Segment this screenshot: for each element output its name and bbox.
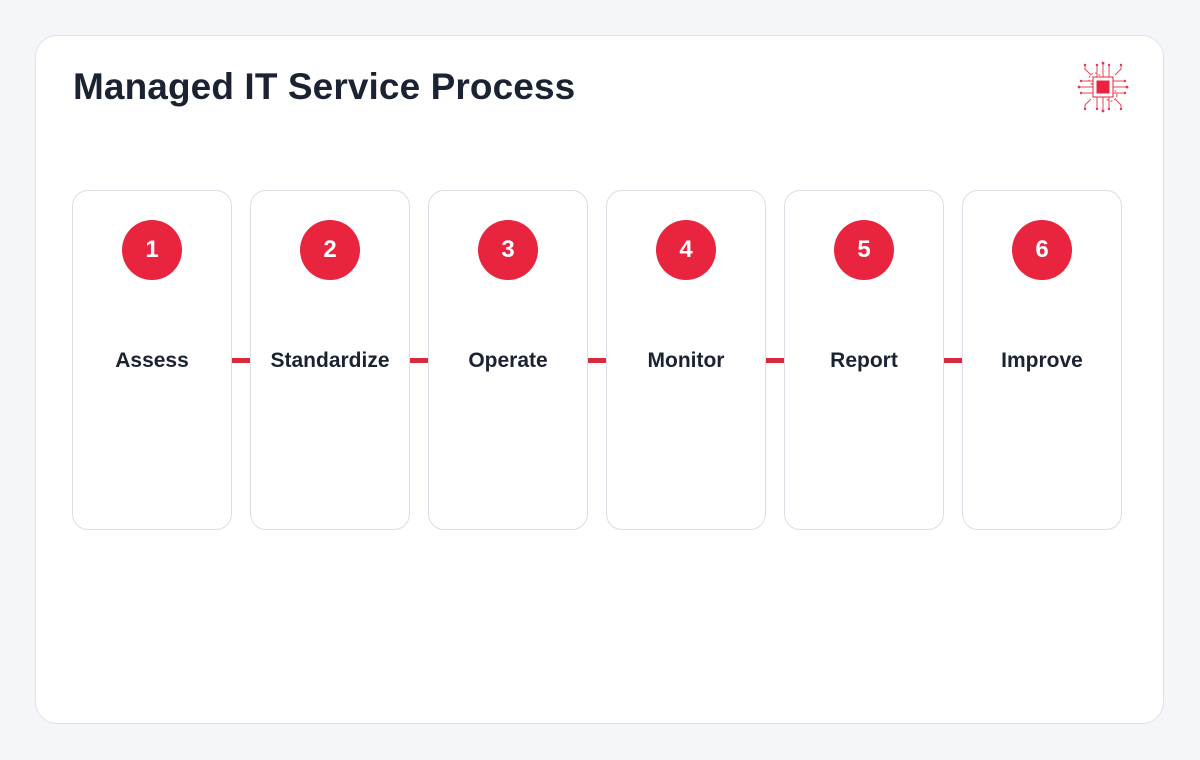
step-number-badge: 4 [656, 220, 716, 280]
step-card-assess: 1 Assess [72, 190, 232, 530]
main-card: Managed IT Service Process [35, 35, 1164, 724]
step-number-badge: 2 [300, 220, 360, 280]
step-connector [766, 358, 786, 363]
step-number-badge: 5 [834, 220, 894, 280]
step-connector [410, 358, 430, 363]
step-number-badge: 3 [478, 220, 538, 280]
step-card-monitor: 4 Monitor [606, 190, 766, 530]
step-number-badge: 1 [122, 220, 182, 280]
step-card-operate: 3 Operate [428, 190, 588, 530]
step-label: Monitor [647, 349, 725, 372]
step-connector [588, 358, 608, 363]
step-label: Report [830, 349, 898, 372]
step-number-badge: 6 [1012, 220, 1072, 280]
step-label: Operate [468, 349, 548, 372]
step-card-standardize: 2 Standardize [250, 190, 410, 530]
page-title: Managed IT Service Process [73, 66, 576, 107]
step-card-report: 5 Report [784, 190, 944, 530]
step-card-improve: 6 Improve [962, 190, 1122, 530]
step-label: Standardize [270, 349, 390, 372]
step-connector [944, 358, 964, 363]
step-connector [232, 358, 252, 363]
step-label: Improve [1001, 349, 1083, 372]
circuit-chip-icon [1075, 59, 1131, 115]
step-label: Assess [115, 349, 189, 372]
process-steps: 1 Assess 2 Standardize 3 Operate 4 Monit… [72, 190, 1124, 531]
